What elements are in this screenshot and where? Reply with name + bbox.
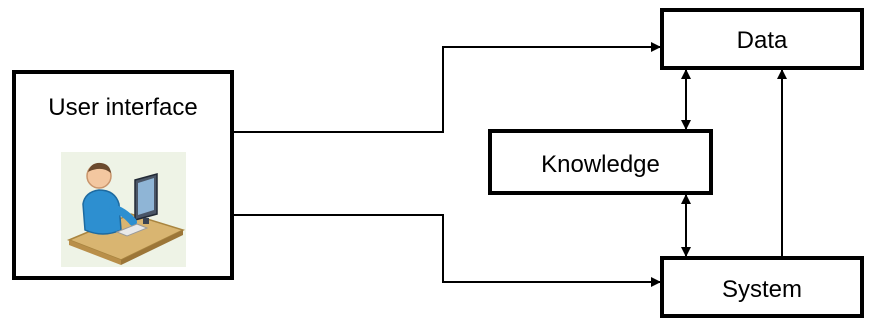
data-box: Data — [660, 8, 864, 70]
data-label: Data — [736, 27, 788, 54]
system-label: System — [721, 276, 802, 303]
connector-ui-to-system — [234, 214, 661, 287]
connector-ui-to-data — [234, 42, 661, 133]
user-interface-box: User interface — [12, 70, 234, 280]
user-at-computer-icon — [61, 152, 186, 267]
knowledge-box: Knowledge — [488, 129, 713, 195]
system-box: System — [660, 256, 864, 318]
user-interface-label: User interface — [48, 94, 198, 121]
knowledge-label: Knowledge — [541, 151, 660, 178]
